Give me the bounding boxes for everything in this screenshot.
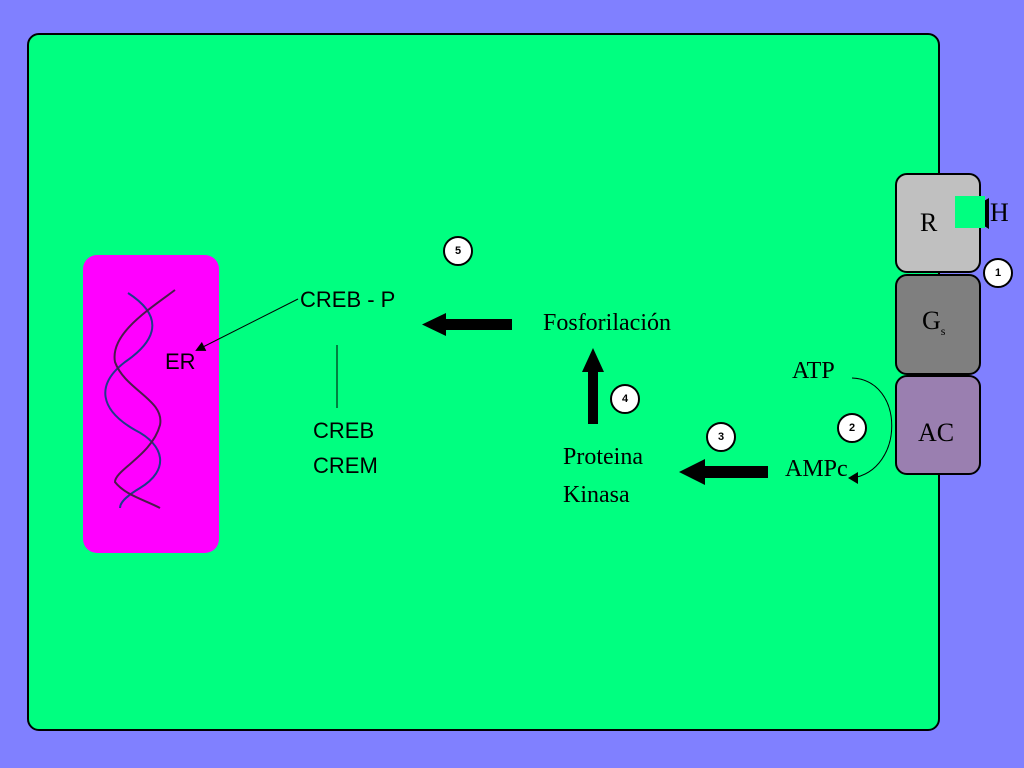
- arrow-ampc-to-kinasa: [679, 459, 768, 485]
- step-1-badge: 1: [983, 258, 1013, 288]
- hormone-label: H: [990, 198, 1009, 227]
- creb-p-label: CREB - P: [300, 287, 396, 312]
- proteina-label: Proteina: [563, 444, 643, 470]
- receptor-label: R: [920, 208, 938, 237]
- step-3-badge: 3: [706, 422, 736, 452]
- step-4-badge: 4: [610, 384, 640, 414]
- arrow-fosforilacion-to-creb: [422, 313, 512, 336]
- dna-strand-a: [104, 292, 161, 509]
- g-protein-label: Gs: [922, 306, 946, 339]
- adenylate-cyclase-label: AC: [918, 418, 955, 447]
- atp-label: ATP: [792, 358, 835, 384]
- atp-to-ampc-curve: [851, 377, 893, 479]
- adenylate-cyclase-block: [895, 375, 981, 475]
- creb-label: CREB: [313, 418, 375, 443]
- ampc-label: AMPc: [785, 456, 848, 482]
- g-protein-block: [895, 274, 981, 375]
- step-5-badge: 5: [443, 236, 473, 266]
- kinasa-label: Kinasa: [563, 482, 630, 508]
- arrow-kinasa-to-fosforilacion: [582, 348, 604, 424]
- dna-strand-b: [113, 289, 176, 509]
- fosforilacion-label: Fosforilación: [543, 310, 671, 336]
- receptor-binding-notch: [955, 196, 985, 228]
- creb-to-er-arrow: [195, 298, 299, 351]
- crem-label: CREM: [313, 453, 378, 478]
- er-label: ER: [165, 349, 196, 374]
- step-2-badge: 2: [837, 413, 867, 443]
